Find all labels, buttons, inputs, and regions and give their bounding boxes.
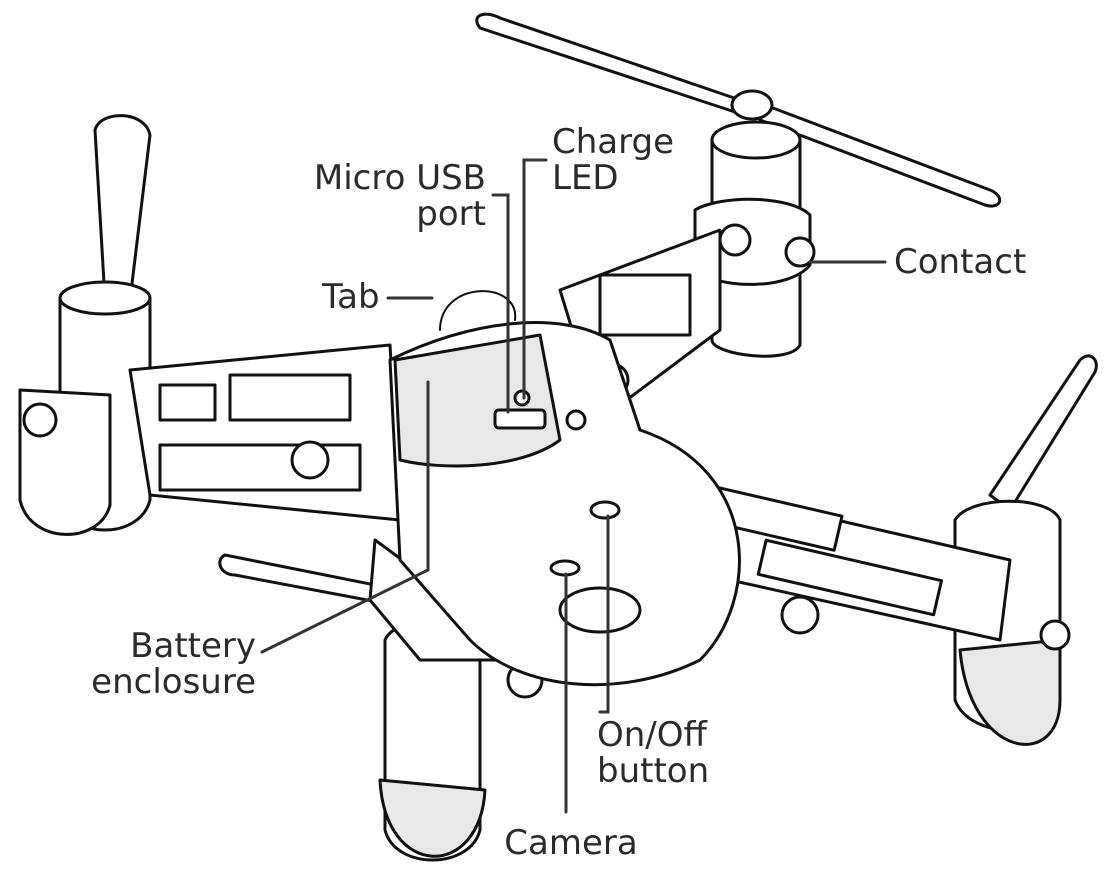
onoff-button-label-line1: On/Off xyxy=(597,715,707,755)
battery-enclosure-label-line1: Battery xyxy=(130,626,256,666)
micro-usb-port-label: Micro USB port xyxy=(300,160,486,232)
propeller-front-right-blade-right xyxy=(758,103,1001,208)
battery-enclosure-label: Battery enclosure xyxy=(80,628,256,700)
tab-label-text: Tab xyxy=(322,277,380,317)
body-screw-center xyxy=(565,409,587,431)
arm-rear-left xyxy=(128,343,402,522)
charge-led-label-line1: Charge xyxy=(552,122,675,162)
arm-rear-left-window-2 xyxy=(228,373,352,422)
bottom-ring xyxy=(558,586,642,634)
arm-rear-left-window-3 xyxy=(158,443,362,492)
micro-usb-port-label-line1: Micro USB xyxy=(313,158,486,198)
tab-loop xyxy=(439,290,517,331)
camera-label: Camera xyxy=(496,825,646,861)
wheel-rear-right xyxy=(958,638,1062,746)
motor-screw-front-right xyxy=(718,223,752,257)
propeller-hub xyxy=(730,89,774,121)
battery-enclosure xyxy=(393,333,562,468)
arm-rear-right-window-2 xyxy=(756,538,944,617)
tab-label: Tab xyxy=(322,279,380,315)
leader-lines xyxy=(260,158,887,814)
arm-front-right-window xyxy=(598,273,692,337)
wheel-front-left xyxy=(378,778,487,858)
onoff-button-label: On/Off button xyxy=(597,717,709,789)
onoff-button-shape xyxy=(589,500,621,520)
motor-pod-rear-left-top xyxy=(58,280,152,316)
arm-rear-left-window-1 xyxy=(158,383,217,422)
contact-knob xyxy=(784,236,816,268)
propeller-rear-right-blade xyxy=(988,354,1098,512)
leader-charge-led xyxy=(522,158,548,400)
leader-onoff xyxy=(598,514,610,714)
arm-screw-left xyxy=(290,440,330,480)
micro-usb-port-slot xyxy=(493,408,547,430)
propeller-rear-left-blade xyxy=(93,114,152,302)
charge-led-label-line2: LED xyxy=(552,158,619,198)
drone-body xyxy=(18,12,1098,862)
propeller-front-right-blade-left xyxy=(475,12,742,114)
motor-screw-rear-left xyxy=(22,402,58,438)
contact-label-text: Contact xyxy=(894,242,1027,282)
leader-battery xyxy=(260,380,430,654)
camera-label-text: Camera xyxy=(504,823,638,863)
contact-label: Contact xyxy=(894,244,1026,280)
onoff-button-label-line2: button xyxy=(597,751,710,791)
charge-led-dot xyxy=(513,389,531,407)
leader-micro-usb xyxy=(491,193,510,414)
arm-screw-right xyxy=(780,595,820,635)
micro-usb-port-label-line2: port xyxy=(416,194,486,234)
motor-pod-front-right-top xyxy=(710,120,802,160)
motor-screw-rear-right xyxy=(1039,619,1071,651)
battery-enclosure-label-line2: enclosure xyxy=(91,662,256,702)
charge-led-label: Charge LED xyxy=(552,124,674,196)
